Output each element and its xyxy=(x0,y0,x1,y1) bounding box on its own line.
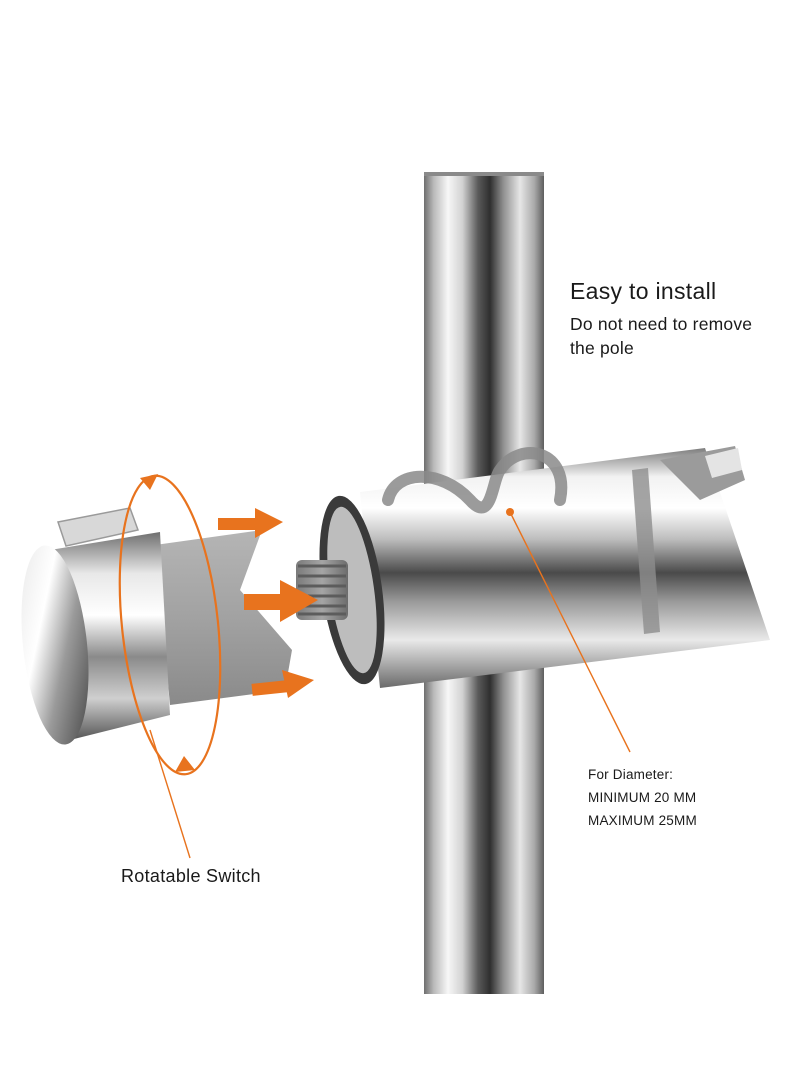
install-heading: Easy to install xyxy=(570,278,717,304)
holder-body xyxy=(319,446,770,688)
insert-arrow-top-icon xyxy=(218,508,283,538)
rubber-strap xyxy=(382,447,568,514)
rotatable-switch-cap xyxy=(21,507,170,745)
insert-arrow-middle-icon xyxy=(244,580,318,622)
rotation-arrowhead-bottom-icon xyxy=(175,756,195,772)
insert-arrow-bottom-icon xyxy=(251,670,314,698)
diameter-label: For Diameter: xyxy=(588,767,674,782)
threaded-screw xyxy=(296,560,348,620)
diameter-maximum: MAXIMUM 25MM xyxy=(588,813,697,828)
diameter-minimum: MINIMUM 20 MM xyxy=(588,790,697,805)
install-subheading-line-1: Do not need to remove xyxy=(570,314,753,334)
pole-top-edge xyxy=(424,172,544,176)
rotatable-switch-label: Rotatable Switch xyxy=(121,866,261,886)
switch-leader-line xyxy=(149,729,191,859)
diameter-leader-dot xyxy=(506,508,514,516)
rotation-arrowhead-top-icon xyxy=(140,474,158,490)
diameter-leader-line xyxy=(509,511,631,753)
install-subheading-line-2: the pole xyxy=(570,338,634,358)
switch-grey-clip xyxy=(155,530,292,705)
